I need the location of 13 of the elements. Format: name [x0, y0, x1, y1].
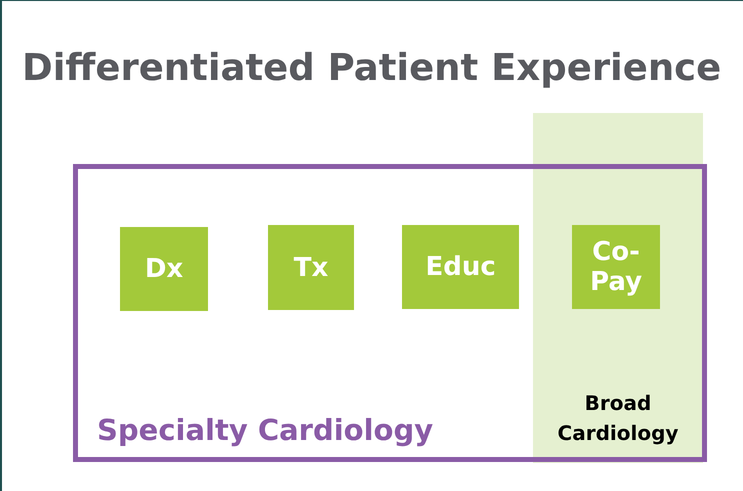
category-tile: [268, 225, 354, 310]
category-tile: [120, 227, 208, 311]
column-band: [533, 113, 703, 463]
tile-label: Tx: [292, 252, 330, 282]
category-tile: [402, 225, 519, 309]
group-label: Specialty Cardiology: [97, 413, 434, 447]
band-label: Broad Cardiology: [556, 390, 680, 447]
group-frame: [73, 164, 707, 462]
tile-label: Dx: [144, 254, 184, 284]
tile-label: Co- Pay: [588, 237, 644, 297]
category-tile: [572, 225, 660, 309]
title: Differentiated Patient Experience: [22, 46, 722, 89]
tile-label: Educ: [426, 252, 496, 282]
